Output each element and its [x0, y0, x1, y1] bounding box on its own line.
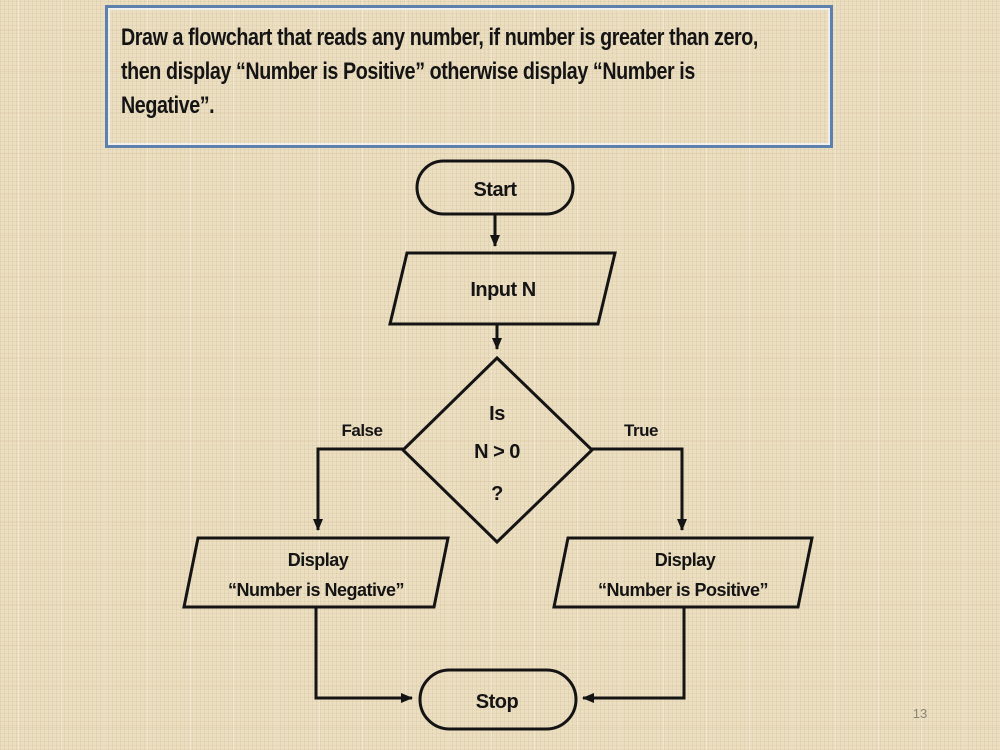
display-negative-parallelogram-shape — [182, 536, 450, 609]
decision-label-line2: N > 0 — [474, 441, 520, 463]
instruction-text-line-2: then display “Number is Positive” otherw… — [121, 58, 695, 85]
connector-false-branch — [313, 447, 404, 531]
decision-label-line1: Is — [489, 403, 505, 425]
instruction-text-line-3: Negative”. — [121, 92, 215, 119]
display-positive-parallelogram-shape — [552, 536, 814, 609]
false-branch-label: False — [342, 421, 383, 440]
connector-true-branch — [591, 447, 687, 531]
decision-diamond-shape — [400, 355, 595, 545]
display-negative-line2: “Number is Negative” — [228, 580, 404, 600]
display-negative-line1: Display — [288, 550, 349, 570]
connector-positive-to-stop — [582, 607, 686, 703]
display-positive-line2: “Number is Positive” — [598, 580, 768, 600]
decision-label-line3: ? — [491, 483, 503, 505]
stop-label: Stop — [476, 691, 519, 713]
start-label: Start — [473, 179, 517, 201]
page-number: 13 — [912, 706, 928, 721]
stop-terminator-shape — [418, 668, 578, 731]
display-positive-line1: Display — [655, 550, 716, 570]
true-branch-label: True — [624, 421, 658, 440]
start-terminator-shape — [415, 159, 575, 216]
connector-negative-to-stop — [314, 607, 413, 703]
instruction-box: Draw a flowchart that reads any number, … — [105, 5, 833, 148]
input-label: Input N — [470, 279, 535, 301]
instruction-text-line-1: Draw a flowchart that reads any number, … — [121, 24, 758, 51]
input-parallelogram-shape — [388, 251, 617, 326]
